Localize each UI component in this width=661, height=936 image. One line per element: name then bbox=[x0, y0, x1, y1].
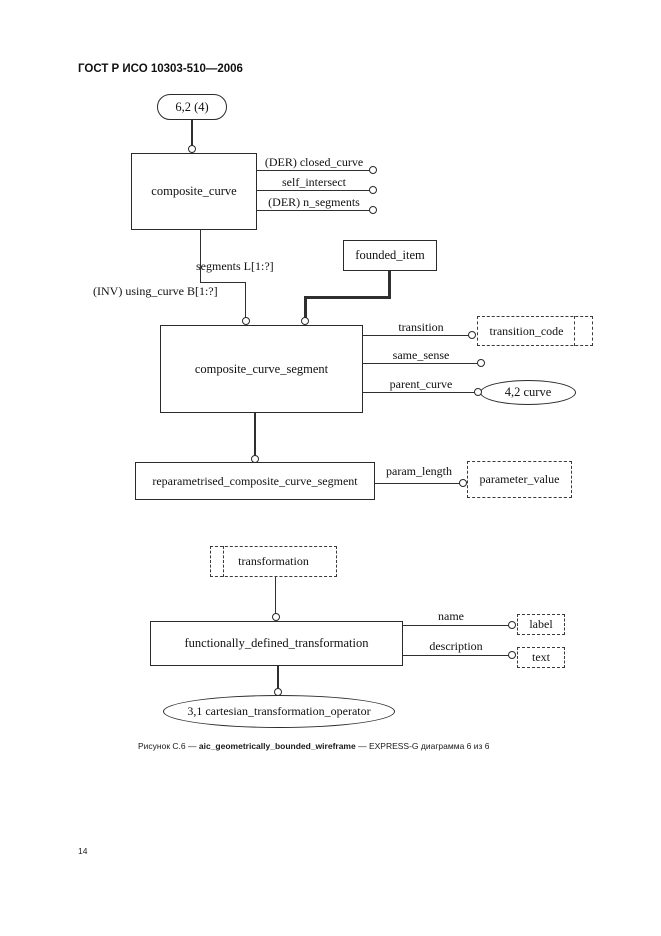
connector-circle bbox=[369, 166, 377, 174]
connector-circle bbox=[369, 186, 377, 194]
entity-reparametrised-composite-curve-segment: reparametrised_composite_curve_segment bbox=[135, 462, 375, 500]
connector-circle bbox=[274, 688, 282, 696]
supertype-line bbox=[277, 666, 279, 689]
type-text: text bbox=[517, 647, 565, 668]
connector-line bbox=[245, 282, 246, 318]
type-transition-code-label: transition_code bbox=[489, 323, 564, 338]
type-parameter-value-label: parameter_value bbox=[479, 472, 560, 486]
connector-line bbox=[275, 577, 276, 614]
page-ref-3-1-cartesian-label: 3,1 cartesian_transformation_operator bbox=[187, 704, 371, 718]
connector-circle bbox=[459, 479, 467, 487]
supertype-line bbox=[388, 271, 391, 298]
connector-line bbox=[191, 120, 193, 146]
entity-composite-curve: composite_curve bbox=[131, 153, 257, 230]
connector-circle bbox=[474, 388, 482, 396]
attr-line-n-segments bbox=[257, 210, 370, 211]
entity-functionally-defined-transformation: functionally_defined_transformation bbox=[150, 621, 403, 666]
entity-fdt-label: functionally_defined_transformation bbox=[184, 636, 369, 650]
entity-composite-curve-segment: composite_curve_segment bbox=[160, 325, 363, 413]
attr-label-transition: transition bbox=[398, 320, 444, 334]
attr-line-transition bbox=[363, 335, 469, 336]
type-transition-code: transition_code bbox=[477, 316, 593, 346]
type-transformation-label: transformation bbox=[238, 554, 309, 568]
page-ref-6-2: 6,2 (4) bbox=[157, 94, 227, 120]
attr-line-self-intersect bbox=[257, 190, 370, 191]
type-parameter-value: parameter_value bbox=[467, 461, 572, 498]
connector-circle bbox=[468, 331, 476, 339]
supertype-line bbox=[304, 296, 307, 318]
rel-label-segments: segments L[1:?] bbox=[196, 259, 274, 273]
type-label: label bbox=[517, 614, 565, 635]
connector-circle bbox=[242, 317, 250, 325]
attr-label-param-length: param_length bbox=[386, 464, 452, 478]
page-ref-4-2-curve: 4,2 curve bbox=[480, 380, 576, 405]
entity-reparametrised-label: reparametrised_composite_curve_segment bbox=[152, 473, 358, 488]
connector-circle bbox=[369, 206, 377, 214]
supertype-line bbox=[304, 296, 391, 299]
attr-label-parent-curve: parent_curve bbox=[389, 377, 453, 391]
attr-line-same-sense bbox=[363, 363, 478, 364]
select-type-bar bbox=[223, 546, 224, 577]
attr-line-parent-curve bbox=[363, 392, 475, 393]
entity-founded-item: founded_item bbox=[343, 240, 437, 271]
page-ref-6-2-label: 6,2 (4) bbox=[175, 99, 209, 114]
entity-composite-curve-label: composite_curve bbox=[151, 184, 237, 198]
attr-label-same-sense: same_sense bbox=[392, 348, 450, 362]
type-transformation: transformation bbox=[210, 546, 337, 577]
connector-line bbox=[200, 230, 201, 282]
attr-line-name bbox=[403, 625, 509, 626]
connector-circle bbox=[188, 145, 196, 153]
page-title: ГОСТ Р ИСО 10303-510—2006 bbox=[78, 63, 243, 75]
connector-circle bbox=[301, 317, 309, 325]
attr-label-self-intersect: self_intersect bbox=[282, 175, 346, 189]
caption-prefix: Рисунок С.6 — bbox=[138, 741, 199, 751]
connector-circle bbox=[272, 613, 280, 621]
page-number: 14 bbox=[78, 846, 88, 856]
attr-line-param-length bbox=[375, 483, 460, 484]
entity-composite-curve-segment-label: composite_curve_segment bbox=[194, 361, 329, 376]
supertype-line bbox=[254, 413, 256, 456]
figure-caption: Рисунок С.6 — aic_geometrically_bounded_… bbox=[138, 741, 490, 751]
type-label-label: label bbox=[529, 617, 553, 631]
type-text-label: text bbox=[532, 650, 550, 664]
entity-founded-item-label: founded_item bbox=[355, 248, 425, 262]
attr-line-closed-curve bbox=[257, 170, 370, 171]
attr-label-n-segments: (DER) n_segments bbox=[268, 195, 360, 209]
rel-label-using-curve: (INV) using_curve B[1:?] bbox=[93, 284, 218, 298]
attr-label-description: description bbox=[429, 639, 483, 653]
caption-suffix: — EXPRESS-G диаграмма 6 из 6 bbox=[355, 741, 490, 751]
attr-line-description bbox=[403, 655, 509, 656]
caption-entity: aic_geometrically_bounded_wireframe bbox=[198, 741, 356, 751]
page-ref-4-2-curve-label: 4,2 curve bbox=[504, 385, 552, 399]
attr-label-name: name bbox=[438, 609, 464, 623]
connector-circle bbox=[508, 621, 516, 629]
page-ref-3-1-cartesian: 3,1 cartesian_transformation_operator bbox=[163, 695, 395, 728]
connector-circle bbox=[508, 651, 516, 659]
connector-circle bbox=[251, 455, 259, 463]
attr-label-closed-curve: (DER) closed_curve bbox=[264, 155, 364, 169]
connector-circle bbox=[477, 359, 485, 367]
connector-line bbox=[200, 282, 246, 283]
enum-type-bar bbox=[574, 316, 575, 346]
